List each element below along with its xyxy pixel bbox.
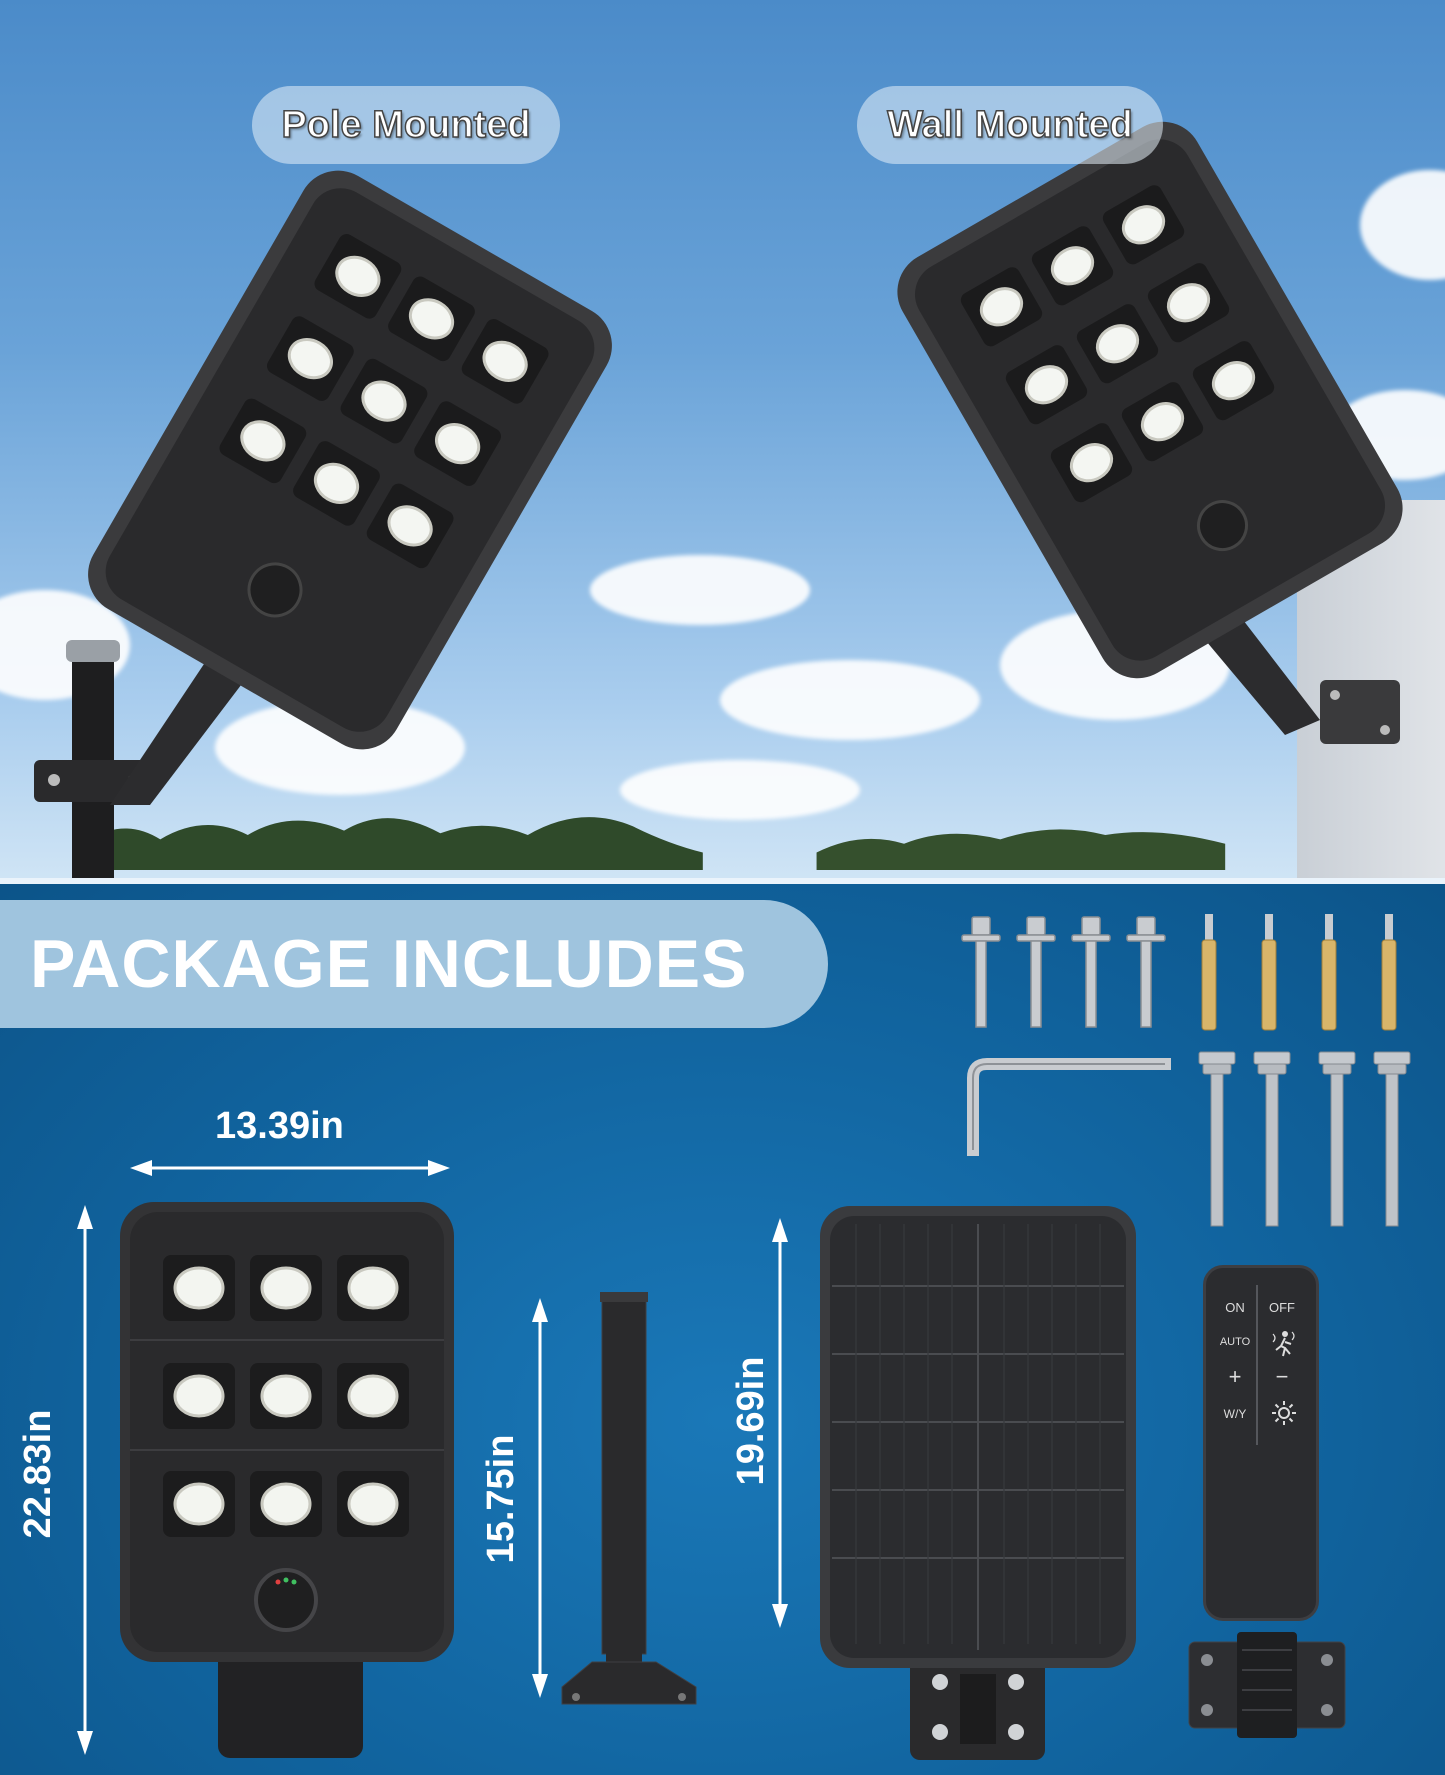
package-includes-title: PACKAGE INCLUDES [30,926,748,1002]
remote-divider-line [1256,1285,1258,1445]
pole-mounted-lamp [34,170,612,878]
hex-bolts [961,916,1166,1028]
package-banner [0,900,828,1028]
remote-control [1203,1265,1319,1621]
hex-key-wrench [967,1058,1171,1156]
motion-sensor-icon[interactable] [1271,1330,1297,1358]
remote-auto-button[interactable]: AUTO [1219,1336,1251,1348]
mounting-pole [561,1292,697,1705]
expansion-anchors [1201,914,1397,1031]
threaded-rods [1198,1051,1411,1227]
height-arrow [77,1205,93,1755]
cloud [720,660,980,740]
width-dimension-label: 13.39in [215,1105,344,1147]
lamp-front-view [120,1202,454,1758]
height-dimension-label: 22.83in [17,1409,59,1539]
width-arrow [130,1160,450,1176]
pole-length-dimension-label: 15.75in [480,1434,522,1564]
wall-mounted-label: Wall Mounted [857,86,1163,164]
cloud [620,760,860,820]
treeline [90,817,1226,870]
wall-mounted-lamp [897,121,1403,744]
remote-off-button[interactable]: OFF [1269,1300,1295,1315]
remote-plus-button[interactable]: + [1228,1364,1242,1389]
pole-mounted-label: Pole Mounted [252,86,560,164]
remote-wy-button[interactable]: W/Y [1223,1407,1247,1421]
pole-length-arrow [532,1298,548,1698]
wall-bracket [1188,1632,1346,1738]
section-divider [0,878,1445,884]
mounting-photo [0,0,1445,878]
brightness-icon[interactable] [1271,1400,1297,1426]
remote-on-button[interactable]: ON [1225,1300,1245,1315]
panel-height-arrow [772,1218,788,1628]
panel-height-dimension-label: 19.69in [730,1356,772,1486]
remote-minus-button[interactable]: − [1275,1364,1289,1389]
solar-panel-back-view [820,1206,1136,1760]
cloud [590,555,810,625]
